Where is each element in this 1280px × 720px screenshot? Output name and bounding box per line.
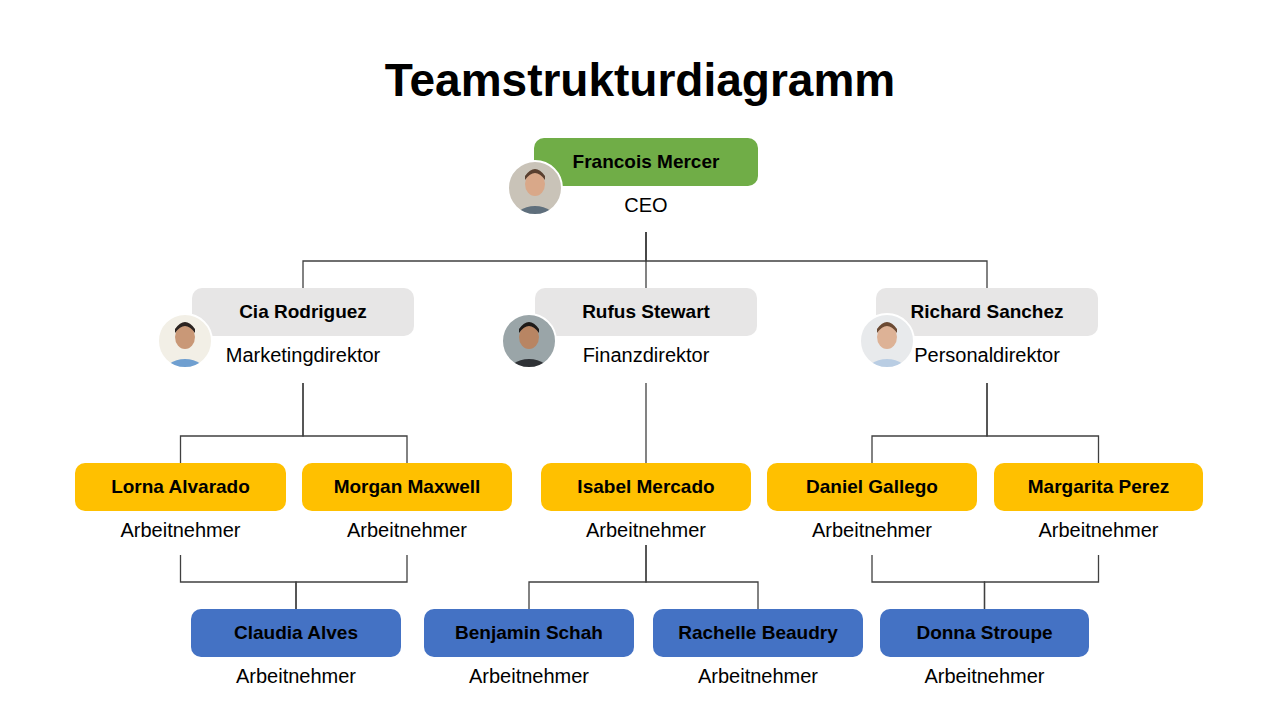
person-node: Claudia AlvesArbeitnehmer (191, 609, 401, 699)
name-box: Rufus Stewart (535, 288, 757, 336)
person-node: Cia RodriguezMarketingdirektor (192, 288, 414, 383)
avatar-photo (158, 314, 212, 391)
diagram-title: Teamstrukturdiagramm (0, 52, 1280, 108)
name-box: Margarita Perez (994, 463, 1203, 511)
name-box: Donna Stroupe (880, 609, 1089, 657)
name-box: Cia Rodriguez (192, 288, 414, 336)
person-node: Lorna AlvaradoArbeitnehmer (75, 463, 286, 555)
role-label: Marketingdirektor (132, 343, 474, 367)
avatar-ring (158, 314, 212, 368)
role-label: Arbeitnehmer (481, 518, 811, 542)
role-label: Arbeitnehmer (820, 664, 1149, 688)
avatar-photo (502, 314, 556, 391)
avatar-ring (508, 161, 562, 215)
name-box: Richard Sanchez (876, 288, 1098, 336)
role-label: CEO (474, 193, 818, 217)
org-connector (303, 383, 407, 463)
role-label: Arbeitnehmer (707, 518, 1037, 542)
role-label: Arbeitnehmer (934, 518, 1263, 542)
org-connector (296, 555, 407, 609)
org-connector (872, 555, 985, 609)
person-node: Isabel MercadoArbeitnehmer (541, 463, 751, 545)
avatar-photo (860, 314, 914, 391)
name-box: Benjamin Schah (424, 609, 634, 657)
role-label: Personaldirektor (816, 343, 1158, 367)
role-label: Arbeitnehmer (131, 664, 461, 688)
name-box: Morgan Maxwell (302, 463, 512, 511)
person-node: Donna StroupeArbeitnehmer (880, 609, 1089, 699)
name-box: Claudia Alves (191, 609, 401, 657)
org-connector (181, 555, 297, 609)
org-connector (987, 383, 1099, 463)
person-node: Francois MercerCEO (534, 138, 758, 232)
role-label: Arbeitnehmer (364, 664, 694, 688)
role-label: Finanzdirektor (475, 343, 817, 367)
role-label: Arbeitnehmer (242, 518, 572, 542)
person-node: Benjamin SchahArbeitnehmer (424, 609, 634, 699)
role-label: Arbeitnehmer (15, 518, 346, 542)
avatar-photo (508, 161, 562, 238)
person-node: Margarita PerezArbeitnehmer (994, 463, 1203, 555)
org-connector (529, 545, 646, 609)
name-box: Lorna Alvarado (75, 463, 286, 511)
avatar-ring (502, 314, 556, 368)
person-node: Rachelle BeaudryArbeitnehmer (653, 609, 863, 699)
person-node: Daniel GallegoArbeitnehmer (767, 463, 977, 555)
name-box: Daniel Gallego (767, 463, 977, 511)
person-node: Richard SanchezPersonaldirektor (876, 288, 1098, 383)
name-box: Rachelle Beaudry (653, 609, 863, 657)
org-connector (872, 383, 987, 463)
org-connector (646, 545, 758, 609)
role-label: Arbeitnehmer (593, 664, 923, 688)
org-connector (646, 232, 987, 288)
org-connector (645, 383, 646, 463)
org-connector (985, 555, 1099, 609)
avatar-ring (860, 314, 914, 368)
name-box: Francois Mercer (534, 138, 758, 186)
org-connector (181, 383, 304, 463)
org-connector (303, 232, 646, 288)
person-node: Rufus StewartFinanzdirektor (535, 288, 757, 383)
person-node: Morgan MaxwellArbeitnehmer (302, 463, 512, 555)
name-box: Isabel Mercado (541, 463, 751, 511)
